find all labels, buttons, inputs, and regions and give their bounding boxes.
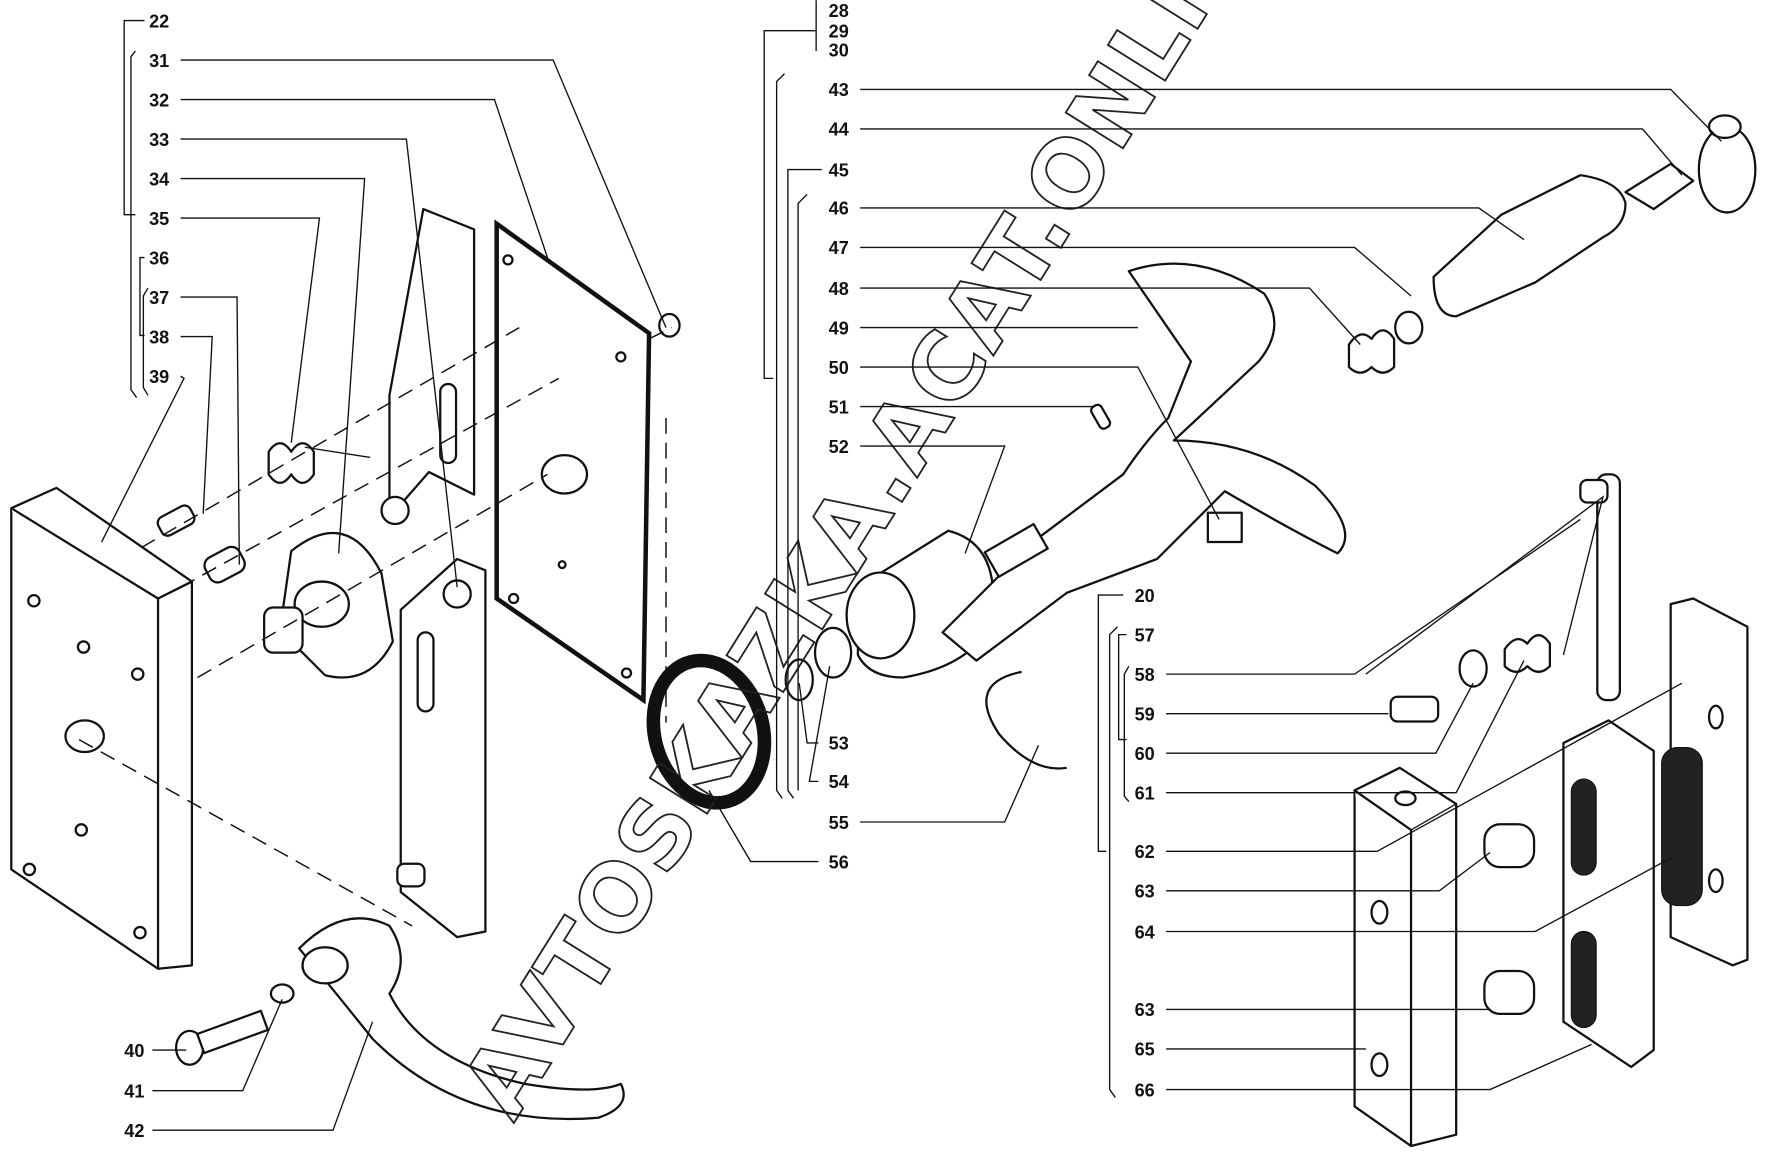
- leader-line: [708, 790, 819, 863]
- part-label: 57: [1135, 625, 1155, 645]
- leader-line: [860, 128, 1683, 176]
- part-label: 52: [829, 437, 849, 457]
- part-label: 39: [149, 367, 169, 387]
- retaining-ring: [784, 658, 814, 702]
- part-label: 41: [124, 1081, 144, 1101]
- part-label: 31: [149, 51, 169, 71]
- part-label: 45: [829, 160, 849, 180]
- part-label: 36: [149, 248, 169, 268]
- spindle-cam-disc: [263, 531, 394, 679]
- leader-line: [860, 207, 1525, 241]
- part-label: 61: [1135, 783, 1155, 803]
- part-label: 53: [829, 734, 849, 754]
- leader-line: [860, 366, 1220, 520]
- part-label: 47: [829, 238, 849, 258]
- leader-line: [152, 1021, 374, 1131]
- part-label: 32: [149, 90, 169, 110]
- leader-line: [180, 98, 549, 258]
- slide-plates: [380, 207, 487, 939]
- leader-line: [1097, 594, 1124, 853]
- leader-line: [798, 683, 819, 744]
- part-label: 55: [829, 813, 849, 833]
- leader-line: [180, 335, 213, 514]
- part-label: 33: [149, 130, 169, 150]
- hinge-block-assembly: [1353, 473, 1749, 1148]
- leader-line: [180, 59, 667, 328]
- leader-line: [808, 666, 831, 783]
- part-label: 66: [1135, 1080, 1155, 1100]
- part-label: 65: [1135, 1040, 1155, 1060]
- part-label: 38: [149, 327, 169, 347]
- leader-line: [123, 19, 145, 216]
- part-label: 30: [829, 41, 849, 61]
- parts-drawing: [10, 114, 1757, 1148]
- part-label: 56: [829, 852, 849, 872]
- part-label: 62: [1135, 842, 1155, 862]
- leader-line: [860, 88, 1722, 142]
- leader-line: [1117, 633, 1127, 741]
- part-label: 59: [1135, 704, 1155, 724]
- part-label: 43: [829, 80, 849, 100]
- leader-line: [180, 138, 458, 588]
- leader-lines: [100, 0, 1722, 1131]
- lever-handle-and-screw: [174, 917, 625, 1121]
- part-label: 34: [149, 169, 169, 189]
- part-label: 64: [1135, 922, 1155, 942]
- leader-line: [1166, 682, 1683, 853]
- leader-line: [860, 744, 1040, 823]
- lock-cylinder-and-key: [1347, 114, 1757, 374]
- snap-ring: [813, 626, 853, 679]
- leader-line: [1365, 495, 1605, 675]
- part-label: 46: [829, 199, 849, 219]
- leader-line: [180, 217, 321, 443]
- leader-line: [763, 30, 817, 380]
- part-label: 58: [1135, 665, 1155, 685]
- part-label: 63: [1135, 882, 1155, 902]
- leader-line: [797, 193, 808, 791]
- leader-line: [139, 256, 145, 337]
- part-label: 37: [149, 288, 169, 308]
- part-label: 35: [149, 209, 169, 229]
- leader-line: [860, 445, 1006, 554]
- part-label: 60: [1135, 744, 1155, 764]
- leader-line: [180, 296, 240, 565]
- part-label: 28: [829, 1, 849, 21]
- gasket-ring: [646, 653, 772, 810]
- t-handle: [941, 262, 1347, 662]
- part-label: 22: [149, 11, 169, 31]
- leader-line: [100, 375, 185, 543]
- part-label: 42: [124, 1121, 144, 1141]
- part-label: 44: [829, 120, 849, 140]
- leader-line: [1166, 682, 1474, 754]
- leader-line: [860, 287, 1361, 345]
- part-label: 20: [1135, 586, 1155, 606]
- part-label: 54: [829, 772, 849, 792]
- part-label: 48: [829, 279, 849, 299]
- leader-line: [180, 177, 366, 554]
- leader-line: [787, 168, 822, 799]
- leader-line: [142, 287, 149, 396]
- leader-line: [1123, 665, 1130, 803]
- part-label: 63: [1135, 1000, 1155, 1020]
- leader-line: [1166, 851, 1491, 892]
- part-label: 49: [829, 318, 849, 338]
- leader-line: [152, 998, 283, 1092]
- leader-line: [775, 73, 786, 799]
- part-label: 50: [829, 358, 849, 378]
- assembly-dash-lines: [78, 326, 672, 927]
- circlip: [985, 670, 1067, 770]
- part-label: 29: [829, 21, 849, 41]
- leader-line: [1166, 518, 1581, 675]
- part-label: 51: [829, 397, 849, 417]
- leader-line: [860, 246, 1412, 297]
- leader-line: [1166, 1043, 1592, 1091]
- lock-housing-block: [10, 486, 194, 970]
- leader-line: [1166, 857, 1671, 933]
- leader-line: [1166, 660, 1525, 794]
- cover-plate: [494, 219, 681, 705]
- part-label: 40: [124, 1041, 144, 1061]
- leader-line: [130, 50, 138, 398]
- leader-line: [1108, 626, 1119, 1098]
